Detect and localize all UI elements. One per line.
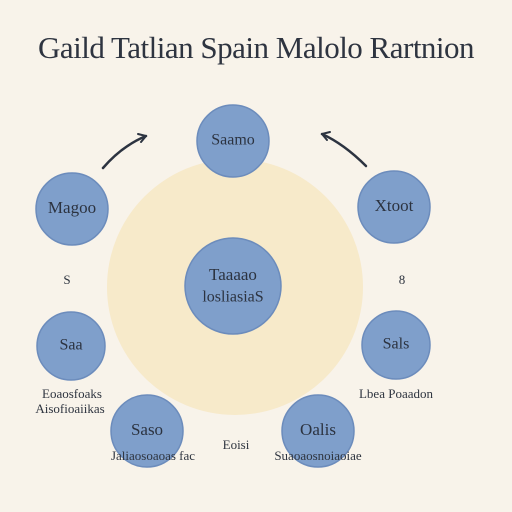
- node-upper-right-label: Xtoot: [375, 196, 414, 215]
- side-label-left: S: [63, 272, 70, 287]
- node-top[interactable]: [196, 104, 270, 178]
- side-label-bottom-center: Eoisi: [223, 437, 250, 452]
- center-node[interactable]: [184, 237, 282, 335]
- node-top-label: Saamo: [211, 132, 255, 149]
- center-label-line2: losliasiaS: [202, 289, 263, 306]
- caption-left-line2: Aisofioaiikas: [35, 401, 104, 416]
- node-bottom-right-label: Oalis: [300, 420, 336, 439]
- node-bottom-left[interactable]: [110, 394, 184, 468]
- caption-bottom-left: Jaliaosoaoas fac: [111, 448, 195, 463]
- node-lower-left[interactable]: [36, 311, 106, 381]
- node-bottom-right[interactable]: [281, 394, 355, 468]
- node-lower-right[interactable]: [361, 310, 431, 380]
- arrow-right: [320, 131, 368, 168]
- caption-bottom-right: Suaoaosnoiaoiae: [274, 448, 362, 463]
- diagram-title: Gaild Tatlian Spain Malolo Rartnion: [37, 30, 475, 65]
- arrow-left: [101, 133, 148, 170]
- caption-left-line1: Eoaosfoaks: [42, 386, 102, 401]
- node-lower-left-label: Saa: [59, 337, 82, 354]
- node-upper-right[interactable]: [357, 170, 431, 244]
- node-upper-left-label: Magoo: [48, 198, 96, 217]
- node-lower-right-label: Sals: [383, 336, 410, 353]
- side-label-right: 8: [399, 272, 406, 287]
- center-label-line1: Taaaao: [209, 265, 257, 284]
- node-bottom-left-label: Saso: [131, 420, 163, 439]
- caption-right: Lbea Poaadon: [359, 386, 434, 401]
- node-upper-left[interactable]: [35, 172, 109, 246]
